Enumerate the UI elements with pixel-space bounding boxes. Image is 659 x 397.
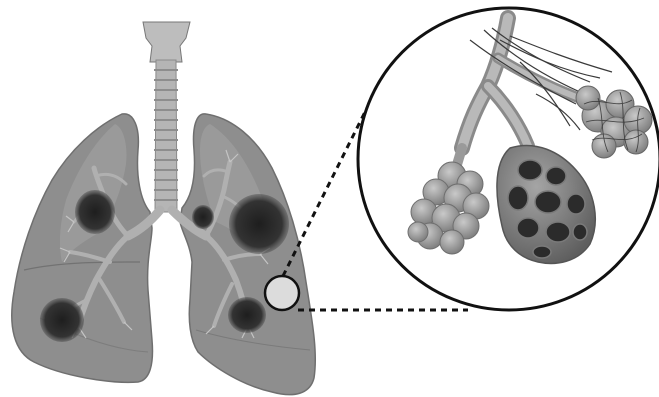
lesion <box>75 190 115 234</box>
alveoli-inset <box>358 8 659 310</box>
lesion <box>40 298 84 342</box>
right-lung <box>12 114 153 382</box>
lesion <box>229 194 289 254</box>
lesion <box>228 297 266 333</box>
lesion <box>192 205 214 229</box>
magnify-spot <box>265 276 299 310</box>
trachea <box>143 22 190 212</box>
lungs-icon <box>12 22 316 395</box>
